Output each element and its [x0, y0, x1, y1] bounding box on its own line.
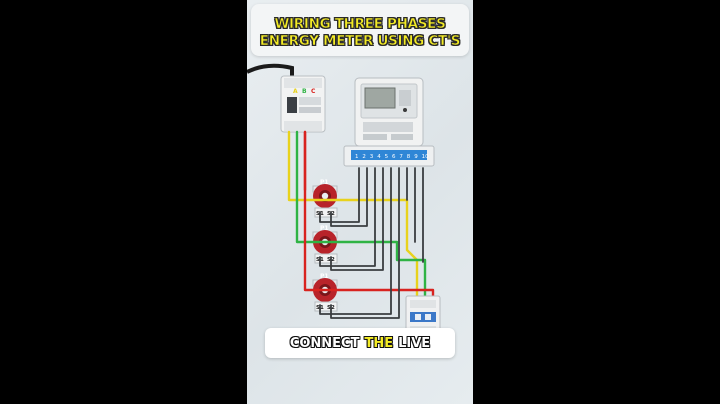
- meter-terminal-3: 3: [370, 154, 374, 160]
- title-line-1: WIRING THREE PHASES: [274, 16, 446, 33]
- wires: [287, 130, 435, 319]
- caption-word-the: THE: [364, 335, 394, 351]
- ct-primary-label: P1: [320, 225, 329, 232]
- meter-terminal-1: 1: [355, 154, 359, 160]
- supply-breaker: A B C: [280, 75, 326, 133]
- meter-terminal-10: 10: [422, 154, 429, 160]
- title-banner: WIRING THREE PHASES ENERGY METER USING C…: [251, 4, 469, 56]
- caption-word-connect: CONNECT: [289, 335, 360, 351]
- meter-terminal-5: 5: [385, 154, 389, 160]
- ct-primary-label: P1: [320, 179, 329, 186]
- phase-label-c: C: [311, 88, 316, 95]
- energy-meter: [343, 77, 435, 167]
- title-line-2: ENERGY METER USING CT'S: [259, 33, 461, 50]
- meter-terminal-6: 6: [392, 154, 396, 160]
- caption-word-live: LIVE: [398, 335, 431, 351]
- wire-phase-b: [295, 130, 427, 298]
- meter-terminal-9: 9: [414, 154, 418, 160]
- meter-terminal-7: 7: [399, 154, 403, 160]
- supply-cable: [247, 63, 294, 78]
- meter-terminal-8: 8: [407, 154, 411, 160]
- wiring-illustration: WIRING THREE PHASES ENERGY METER USING C…: [247, 0, 473, 404]
- phase-label-a: A: [293, 88, 298, 95]
- meter-terminal-4: 4: [377, 154, 381, 160]
- meter-led: [403, 108, 407, 112]
- ct-primary-label: P1: [320, 273, 329, 280]
- meter-terminal-2: 2: [362, 154, 366, 160]
- wire-phase-a: [287, 130, 419, 298]
- caption-banner: CONNECT THE LIVE: [265, 328, 455, 358]
- phase-label-b: B: [302, 88, 307, 95]
